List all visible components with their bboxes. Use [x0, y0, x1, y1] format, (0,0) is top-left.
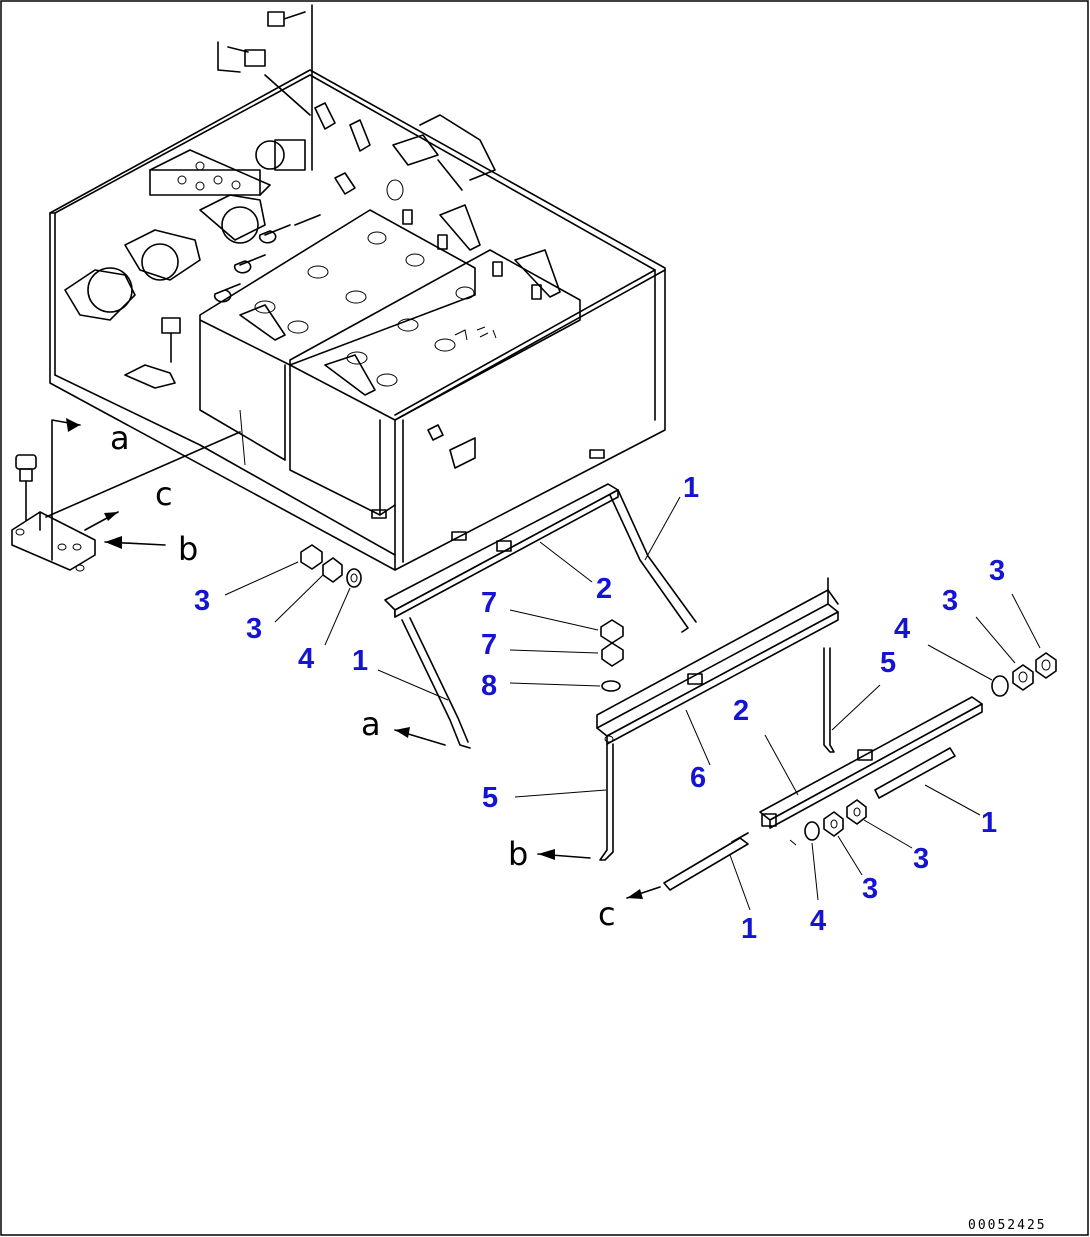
- callout-3: 3: [862, 873, 878, 905]
- reference-letters: a c b a b c: [110, 419, 616, 933]
- ref-letter-b: b: [508, 835, 528, 873]
- callout-7: 7: [481, 587, 497, 619]
- callout-4: 4: [894, 613, 910, 645]
- callout-4: 4: [810, 905, 826, 937]
- callout-3: 3: [942, 585, 958, 617]
- ref-letter-c: c: [598, 895, 616, 933]
- callout-6: 6: [690, 762, 706, 794]
- callout-1: 1: [741, 913, 757, 945]
- callout-2: 2: [596, 573, 612, 605]
- ref-letter-a: a: [110, 419, 130, 457]
- callout-1: 1: [352, 645, 368, 677]
- callouts: 1 2 3 3 4 1 7 7 8 5 6 3 3 4 5 2 1 3 3 1 …: [194, 472, 1005, 945]
- callout-8: 8: [481, 670, 497, 702]
- middle-clamp: [596, 577, 839, 861]
- ref-letter-c: c: [155, 475, 173, 513]
- upper-clamp: [300, 483, 697, 749]
- callout-3: 3: [246, 613, 262, 645]
- callout-3: 3: [194, 585, 210, 617]
- ref-letter-a: a: [361, 705, 381, 743]
- callout-4: 4: [298, 643, 314, 675]
- callout-7: 7: [481, 629, 497, 661]
- callout-1: 1: [981, 807, 997, 839]
- callout-3: 3: [913, 843, 929, 875]
- callout-5: 5: [482, 782, 498, 814]
- ref-letter-b: b: [178, 530, 198, 568]
- callout-5: 5: [880, 647, 896, 679]
- battery-box: [49, 4, 666, 571]
- callout-3: 3: [989, 555, 1005, 587]
- left-bracket: [11, 418, 96, 572]
- reference-arrows: [45, 431, 661, 899]
- leader-lines: [224, 496, 1041, 911]
- right-clamp: [663, 652, 1057, 891]
- callout-1: 1: [683, 472, 699, 504]
- drawing-number: 00052425: [968, 1218, 1047, 1233]
- callout-2: 2: [733, 695, 749, 727]
